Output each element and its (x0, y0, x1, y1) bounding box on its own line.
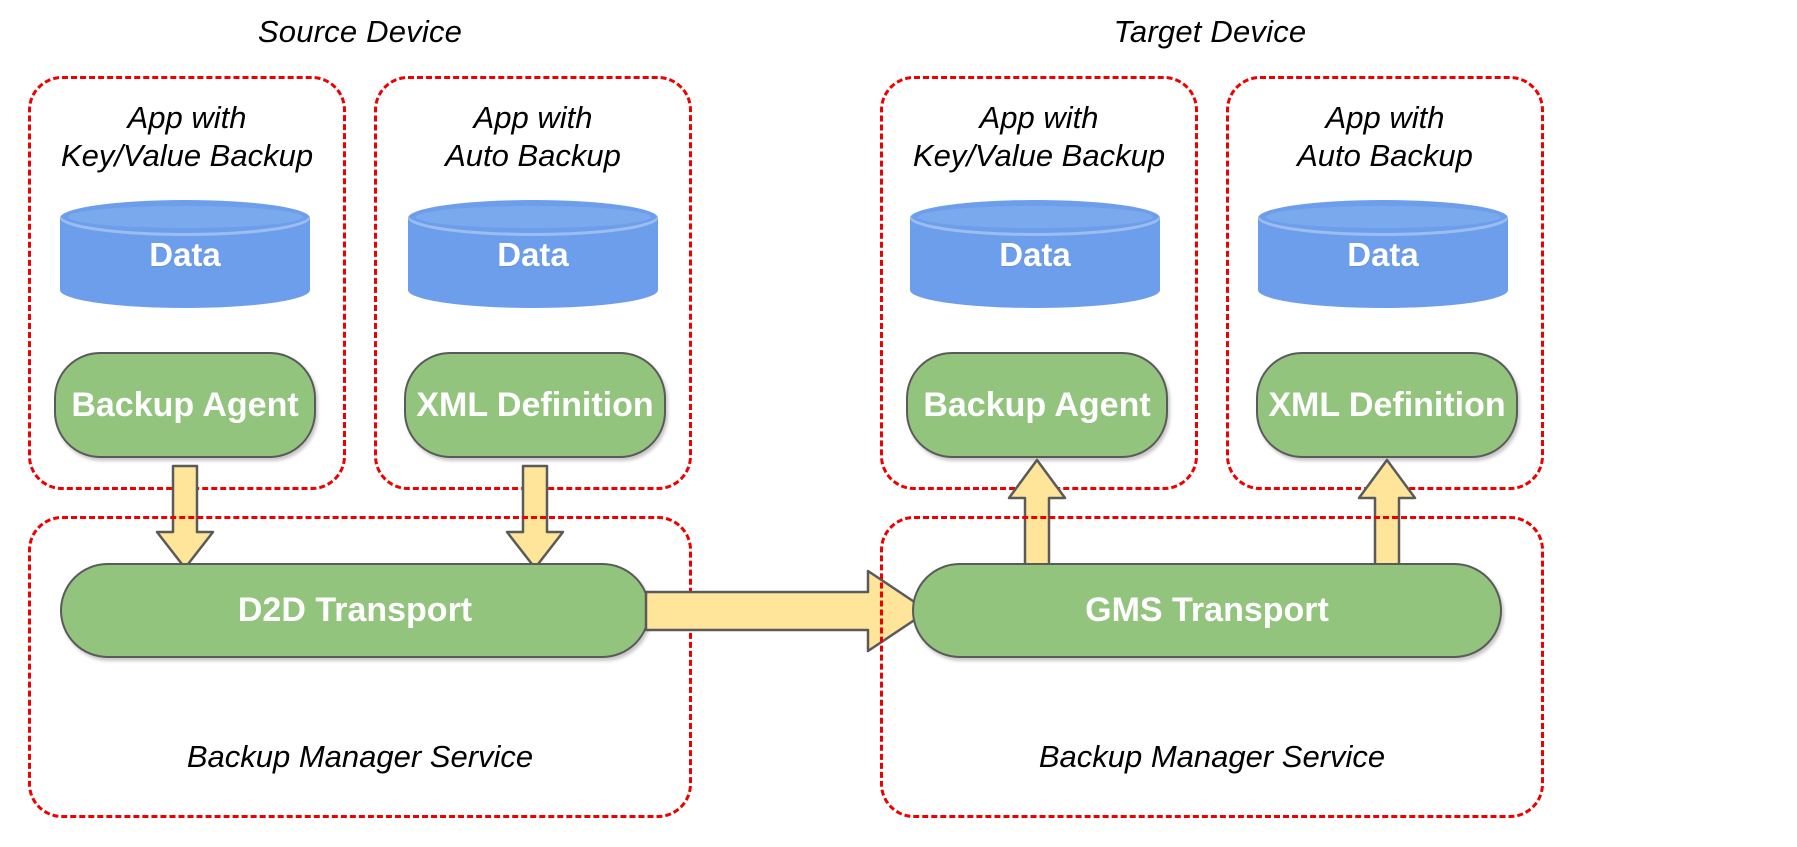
target-xml-definition-label: XML Definition (1268, 385, 1506, 424)
target-device-title: Target Device (1113, 14, 1307, 49)
target-xml-definition-pill[interactable]: XML Definition (1256, 352, 1518, 458)
gms-transport-pill[interactable]: GMS Transport (912, 563, 1502, 658)
source-xml-definition-pill[interactable]: XML Definition (404, 352, 666, 458)
target-app-auto-data-cylinder: Data (1258, 200, 1508, 308)
d2d-transport-pill[interactable]: D2D Transport (60, 563, 650, 658)
target-backup-agent-pill[interactable]: Backup Agent (906, 352, 1168, 458)
cylinder-top-sheen (67, 206, 303, 228)
target-app-kv-label: App with Key/Value Backup (912, 100, 1166, 173)
cylinder-top-ellipse (60, 200, 310, 236)
source-app-kv-label: App with Key/Value Backup (60, 100, 314, 173)
target-app-auto-label: App with Auto Backup (1297, 100, 1473, 173)
source-device-title: Source Device (257, 14, 463, 49)
source-app-auto-label: App with Auto Backup (445, 100, 621, 173)
cylinder-top-sheen (415, 206, 651, 228)
source-app-kv-data-cylinder: Data (60, 200, 310, 308)
target-backup-manager-service-label: Backup Manager Service (1038, 739, 1386, 774)
target-backup-manager-service-container: Backup Manager Service (880, 516, 1544, 818)
source-xml-definition-label: XML Definition (416, 385, 654, 424)
source-backup-agent-label: Backup Agent (71, 385, 299, 424)
source-app-auto-container: App with Auto Backup (374, 76, 692, 490)
target-backup-agent-label: Backup Agent (923, 385, 1151, 424)
source-backup-manager-service-label: Backup Manager Service (186, 739, 534, 774)
d2d-transport-label: D2D Transport (237, 591, 473, 629)
target-app-auto-data-label: Data (1347, 235, 1419, 273)
source-backup-manager-service-container: Backup Manager Service (28, 516, 692, 818)
cylinder-top-sheen (917, 206, 1153, 228)
gms-transport-label: GMS Transport (1085, 591, 1329, 629)
source-app-auto-data-cylinder: Data (408, 200, 658, 308)
cylinder-top-ellipse (1258, 200, 1508, 236)
cylinder-top-ellipse (910, 200, 1160, 236)
target-app-kv-data-cylinder: Data (910, 200, 1160, 308)
cylinder-top-ellipse (408, 200, 658, 236)
source-backup-agent-pill[interactable]: Backup Agent (54, 352, 316, 458)
source-app-kv-data-label: Data (149, 235, 221, 273)
source-app-kv-container: App with Key/Value Backup (28, 76, 346, 490)
cylinder-top-sheen (1265, 206, 1501, 228)
source-app-auto-data-label: Data (497, 235, 569, 273)
target-app-kv-data-label: Data (999, 235, 1071, 273)
d2d-to-gms-transfer-arrow (644, 569, 930, 653)
